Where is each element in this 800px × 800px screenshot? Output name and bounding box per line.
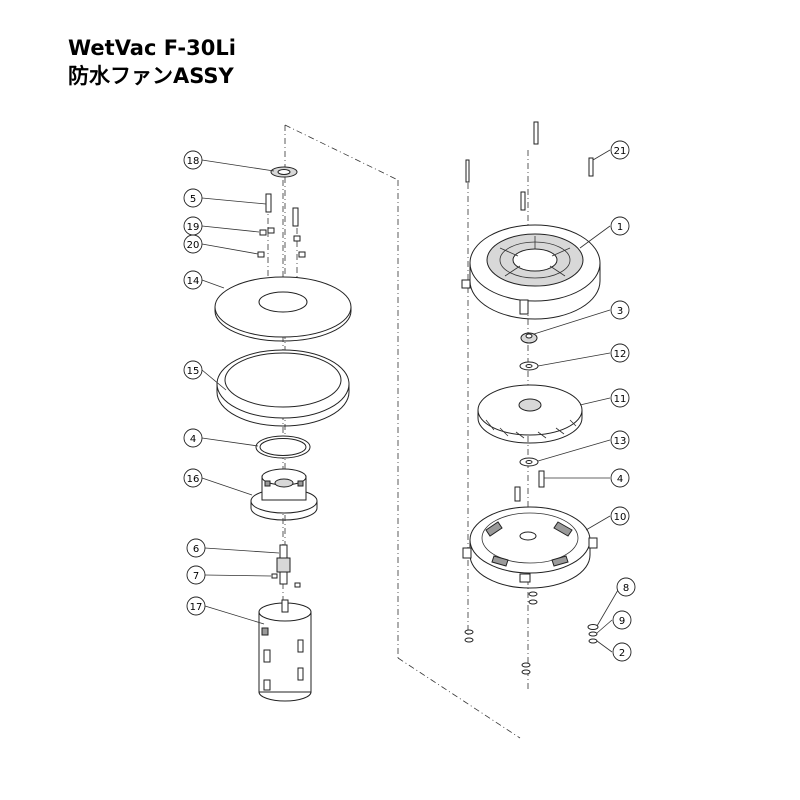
part-20-shaft — [276, 544, 291, 585]
svg-text:4: 4 — [190, 434, 196, 445]
callout-8: 18 — [183, 150, 203, 170]
callout-2: 10 — [610, 506, 630, 526]
part-1-fan-housing — [461, 224, 601, 320]
callout-18: 4 — [183, 428, 203, 448]
callout-1: 1 — [610, 216, 630, 236]
svg-text:12: 12 — [614, 349, 627, 360]
part-18-o-ring — [255, 435, 311, 459]
callout-4-upper: 12 — [610, 343, 630, 363]
leader-lines — [201, 149, 619, 653]
callout-10: 17 — [186, 596, 206, 616]
callout-15: 8 — [616, 577, 636, 597]
callout-7: 16 — [183, 468, 203, 488]
part-7-motor-mount — [250, 468, 318, 521]
part-21-pin — [271, 573, 301, 588]
svg-text:18: 18 — [187, 156, 200, 167]
svg-text:11: 11 — [614, 394, 627, 405]
part-4-washer-upper — [519, 361, 539, 371]
callout-9: 19 — [183, 216, 203, 236]
callout-11: 20 — [183, 234, 203, 254]
svg-text:21: 21 — [614, 146, 627, 157]
svg-text:4: 4 — [617, 474, 623, 485]
svg-text:7: 7 — [193, 571, 199, 582]
model-name: WetVac F-30Li — [68, 36, 236, 60]
assembly-name: 防水ファンASSY — [68, 64, 234, 88]
svg-text:6: 6 — [193, 544, 199, 555]
part-13-nut — [520, 332, 538, 344]
bottom-fasteners — [464, 591, 599, 675]
svg-text:5: 5 — [190, 194, 196, 205]
part-9-11-fasteners — [257, 227, 306, 258]
part-2-base-plate — [462, 506, 598, 589]
callout-17: 4 — [610, 468, 630, 488]
callout-13: 3 — [610, 300, 630, 320]
svg-text:15: 15 — [187, 366, 200, 377]
page-title: WetVac F-30Li 防水ファンASSY — [68, 34, 236, 90]
part-4-washer-lower — [519, 457, 539, 467]
svg-text:17: 17 — [190, 602, 203, 613]
svg-text:20: 20 — [187, 240, 200, 251]
callout-4-lower: 13 — [610, 430, 630, 450]
svg-text:13: 13 — [614, 436, 627, 447]
callout-3: 11 — [610, 388, 630, 408]
part-19-screws — [265, 193, 299, 227]
svg-text:19: 19 — [187, 222, 200, 233]
part-5-disc — [214, 276, 352, 342]
svg-text:2: 2 — [619, 648, 625, 659]
callout-16: 9 — [612, 610, 632, 630]
callout-19: 5 — [183, 188, 203, 208]
part-8-bearing — [270, 166, 298, 178]
svg-text:14: 14 — [187, 276, 200, 287]
callout-12: 21 — [610, 140, 630, 160]
svg-text:1: 1 — [617, 222, 623, 233]
svg-text:10: 10 — [614, 512, 627, 523]
svg-text:8: 8 — [623, 583, 629, 594]
part-10-motor — [258, 599, 312, 702]
svg-text:9: 9 — [619, 616, 625, 627]
callout-21: 7 — [186, 565, 206, 585]
part-3-impeller — [477, 384, 583, 444]
part-6-ring — [216, 349, 350, 427]
svg-text:3: 3 — [617, 306, 623, 317]
callout-5: 14 — [183, 270, 203, 290]
callout-20: 6 — [186, 538, 206, 558]
svg-text:16: 16 — [187, 474, 200, 485]
frame-outline — [284, 124, 521, 739]
callout-6: 15 — [183, 360, 203, 380]
callout-14: 2 — [612, 642, 632, 662]
part-12-screws — [465, 121, 594, 211]
part-17-screws — [514, 470, 545, 502]
